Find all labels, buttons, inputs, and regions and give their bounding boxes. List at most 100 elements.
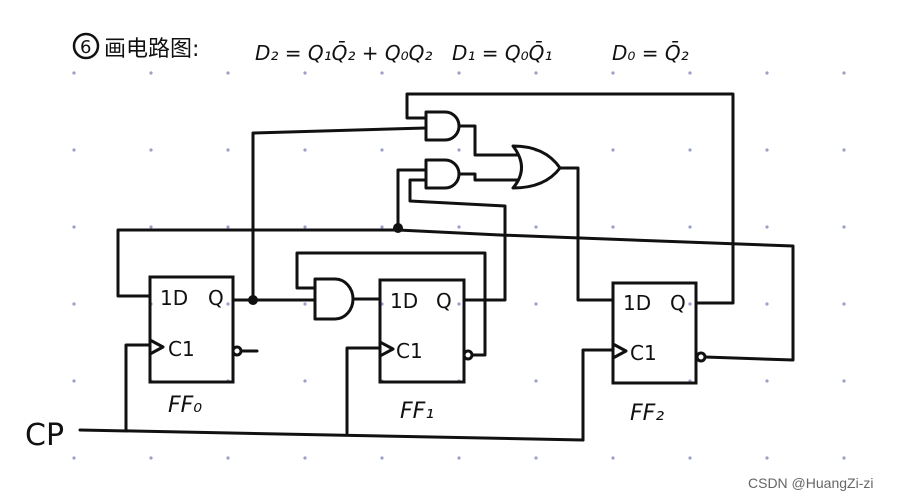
grid-dot xyxy=(688,456,692,460)
grid-dot xyxy=(765,456,769,460)
and-gate-d1 xyxy=(313,277,355,321)
and-gate-d2-top xyxy=(424,110,461,142)
grid-dot xyxy=(534,302,538,306)
grid-dot xyxy=(303,225,307,229)
grid-dot xyxy=(226,456,230,460)
grid-dot xyxy=(534,379,538,383)
grid-dot xyxy=(611,148,615,152)
grid-dot xyxy=(534,225,538,229)
ff1-label: FF₁ xyxy=(400,399,434,424)
flip-flop-ff0: 1D Q C1 FF₀ xyxy=(148,275,243,418)
clock-ff2 xyxy=(581,348,615,442)
grid-dot xyxy=(226,225,230,229)
junction-q0 xyxy=(248,295,258,305)
equation-d0: D₀ = Q̄₂ xyxy=(612,40,689,65)
grid-dot xyxy=(688,225,692,229)
grid-dot xyxy=(457,302,461,306)
grid-dot xyxy=(149,225,153,229)
grid-dot xyxy=(226,148,230,152)
ff2-q-pin: Q xyxy=(670,291,686,315)
ff1-clk-pin: C1 xyxy=(396,339,423,363)
ff2-body xyxy=(611,281,698,385)
grid-dot xyxy=(688,148,692,152)
grid-dot xyxy=(380,456,384,460)
ff0-clk-pin: C1 xyxy=(168,337,195,361)
grid-dot xyxy=(842,148,846,152)
wires xyxy=(78,92,795,442)
grid-dot xyxy=(457,71,461,75)
grid-dot xyxy=(457,148,461,152)
header: 6 画电路图: xyxy=(72,32,199,62)
and-gate-d2-bottom xyxy=(424,158,461,190)
or-to-ff2-d xyxy=(558,166,615,302)
ff1-d-pin: 1D xyxy=(390,289,418,313)
grid-dot xyxy=(765,302,769,306)
flip-flop-ff1: 1D Q C1 FF₁ xyxy=(378,278,474,424)
grid-dot xyxy=(380,71,384,75)
grid-dot xyxy=(72,148,76,152)
grid-dot xyxy=(765,379,769,383)
and-bottom-to-or xyxy=(457,172,520,182)
q2bar-to-and xyxy=(396,168,428,232)
dot-grid-background xyxy=(72,71,846,460)
equations: D₂ = Q₁Q̄₂ + Q₀Q₂ D₁ = Q₀Q̄₁ D₀ = Q̄₂ xyxy=(255,40,689,65)
grid-dot xyxy=(303,302,307,306)
ff0-clock-triangle xyxy=(148,338,165,356)
grid-dot xyxy=(303,456,307,460)
equation-d2: D₂ = Q₁Q̄₂ + Q₀Q₂ xyxy=(255,40,432,65)
ff2-clock-triangle xyxy=(611,342,628,360)
ff1-clock-triangle xyxy=(378,340,395,358)
header-title: 画电路图: xyxy=(104,37,199,62)
grid-dot xyxy=(842,456,846,460)
grid-dot xyxy=(149,71,153,75)
grid-dot xyxy=(303,71,307,75)
grid-dot xyxy=(611,71,615,75)
grid-dot xyxy=(842,302,846,306)
flip-flop-ff2: 1D Q C1 FF₂ xyxy=(611,281,707,426)
q1bar-to-and xyxy=(295,251,487,357)
grid-dot xyxy=(688,302,692,306)
grid-dot xyxy=(534,456,538,460)
q2bar-bus xyxy=(396,228,795,362)
junction-q2bar xyxy=(393,223,403,233)
ff0-d-pin: 1D xyxy=(160,286,188,310)
or-gate-d2 xyxy=(511,144,562,190)
ff0-d-feedback xyxy=(116,228,400,298)
grid-dot xyxy=(72,302,76,306)
step-number-circle xyxy=(72,32,100,60)
grid-dot xyxy=(380,225,384,229)
grid-dot xyxy=(611,225,615,229)
q0-up-wire xyxy=(251,126,428,302)
equation-d1: D₁ = Q₀Q̄₁ xyxy=(452,40,552,65)
ff0-q-pin: Q xyxy=(208,286,224,310)
ff2-label: FF₂ xyxy=(630,401,664,426)
step-number: 6 xyxy=(80,37,91,58)
clock-main xyxy=(78,428,585,442)
grid-dot xyxy=(72,379,76,383)
ff0-body xyxy=(148,275,235,384)
grid-dot xyxy=(611,456,615,460)
ff2-d-pin: 1D xyxy=(623,291,651,315)
grid-dot xyxy=(842,71,846,75)
grid-dot xyxy=(226,302,230,306)
grid-dot xyxy=(457,456,461,460)
clock-ff1 xyxy=(345,346,382,435)
grid-dot xyxy=(149,148,153,152)
watermark: CSDN @HuangZi-zi xyxy=(748,475,873,491)
and-top-to-or xyxy=(457,124,520,157)
grid-dot xyxy=(149,456,153,460)
grid-dot xyxy=(842,225,846,229)
grid-dot xyxy=(534,71,538,75)
ff1-body xyxy=(378,278,466,384)
grid-dot xyxy=(72,225,76,229)
ff2-clk-pin: C1 xyxy=(630,341,657,365)
clock-ff0 xyxy=(124,343,152,432)
grid-dot xyxy=(765,225,769,229)
grid-dot xyxy=(765,148,769,152)
grid-dot xyxy=(226,71,230,75)
ff1-q-pin: Q xyxy=(436,289,452,313)
clock-label: CP xyxy=(25,418,64,453)
grid-dot xyxy=(765,71,769,75)
grid-dot xyxy=(842,379,846,383)
